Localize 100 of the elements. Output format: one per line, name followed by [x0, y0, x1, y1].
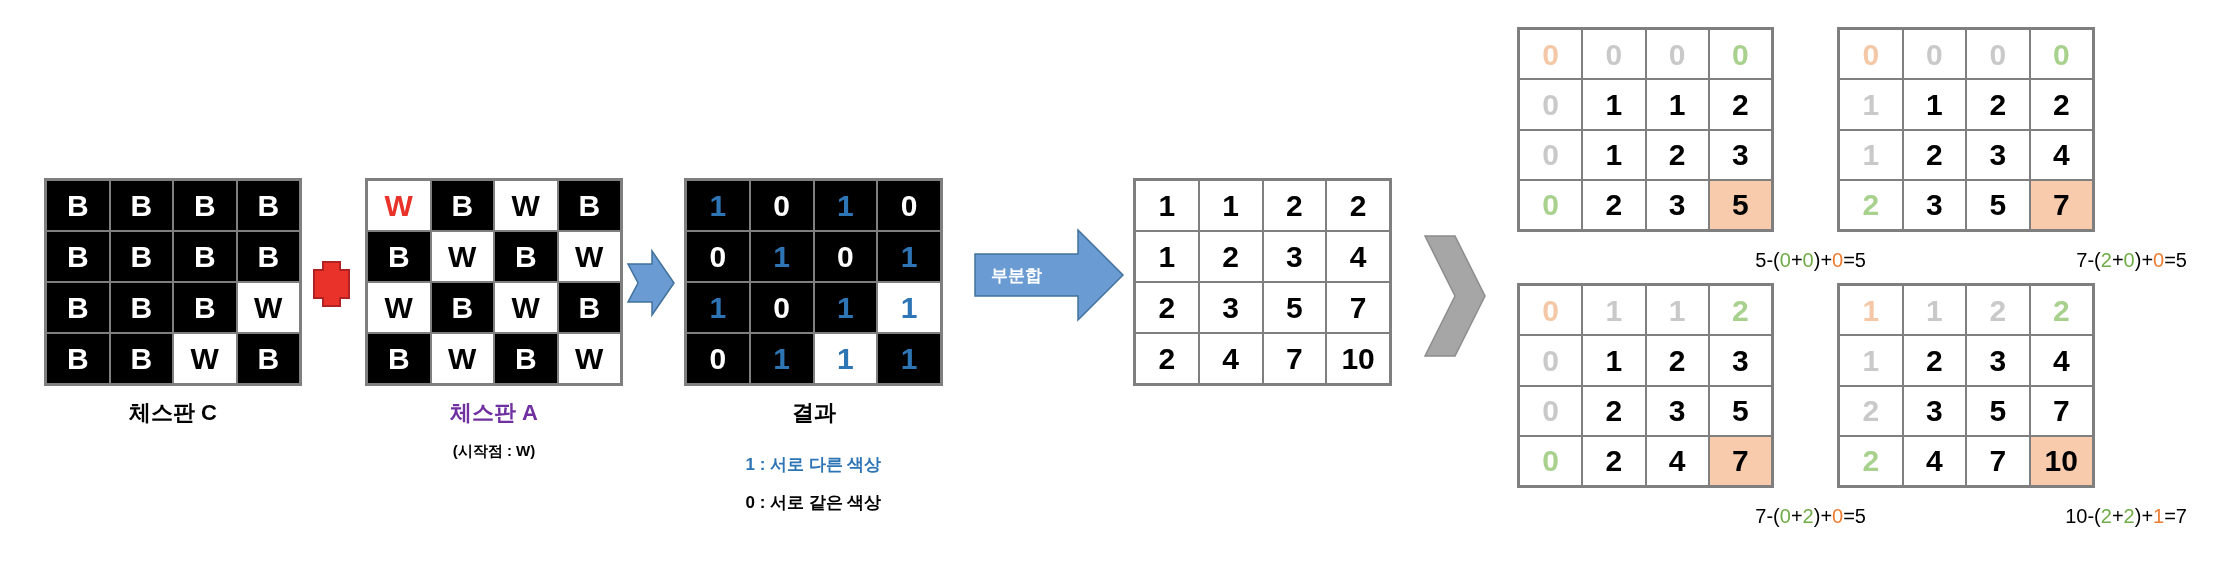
- grid-cell: 2: [1583, 180, 1645, 229]
- grid-cell: W: [431, 232, 493, 281]
- grid-cell: B: [237, 232, 299, 281]
- grid-cell: 5: [1709, 180, 1771, 229]
- grid-cell: 1: [878, 283, 940, 332]
- grid-cell: 0: [750, 283, 813, 332]
- grid-cell: 7: [1263, 334, 1326, 383]
- grid-table: [1133, 178, 1392, 386]
- grid-cell: 1: [1646, 80, 1708, 129]
- grid-cell: 2: [1327, 181, 1389, 230]
- grid-cell: 7: [1967, 436, 2029, 485]
- grid-cell: B: [495, 334, 557, 383]
- grid-cell: W: [237, 283, 299, 332]
- formula: 7-(0+2)+0=5: [1754, 504, 1866, 529]
- grid-cell: 1: [1903, 80, 1965, 129]
- grid-cell: 1: [1583, 80, 1645, 129]
- grid-cell: W: [368, 283, 430, 332]
- grid-cell: 5: [1967, 180, 2029, 229]
- grid-cell: 7: [2030, 386, 2092, 435]
- formula: 5-(0+0)+0=5: [1754, 248, 1866, 273]
- grid-cell: B: [431, 181, 493, 230]
- grid-cell: B: [368, 232, 430, 281]
- grid-table: [1837, 27, 2095, 232]
- grid-cell: 1: [1840, 286, 1902, 335]
- grid-cell: 2: [1199, 232, 1262, 281]
- grid-cell: 2: [1583, 436, 1645, 485]
- grid-cell: 4: [2030, 130, 2092, 179]
- grid-cell: 1: [878, 232, 940, 281]
- grid-cell: 5: [1263, 283, 1326, 332]
- grid-cell: 0: [1520, 30, 1582, 79]
- grid-cell: 1: [1199, 181, 1262, 230]
- grid-table: [1517, 283, 1774, 488]
- block-arrow: [626, 248, 675, 318]
- grid-cell: B: [110, 181, 172, 230]
- grid-cell: B: [47, 181, 109, 230]
- grid-cell: B: [47, 232, 109, 281]
- grid-cell: B: [368, 334, 430, 383]
- grid-cell: 3: [1903, 386, 1965, 435]
- legend-note: 1 : 서로 다른 색상: [744, 454, 883, 476]
- grid-cell: 0: [878, 181, 940, 230]
- legend-note: 0 : 서로 같은 색상: [744, 492, 883, 514]
- grid-cell: 0: [1520, 286, 1582, 335]
- grid-cell: 10: [1327, 334, 1389, 383]
- grid-cell: 1: [1583, 336, 1645, 385]
- grid-cell: W: [174, 334, 236, 383]
- grid-cell: 3: [1967, 130, 2029, 179]
- grid-cell: 3: [1709, 336, 1771, 385]
- grid-cell: 1: [1136, 232, 1198, 281]
- grid-table: [44, 178, 302, 386]
- grid-cell: 2: [2030, 286, 2092, 335]
- grid-cell: 2: [2030, 80, 2092, 129]
- board-label: 체스판 C: [128, 399, 218, 427]
- block-arrow: [974, 228, 1125, 322]
- grid-cell: 3: [1646, 180, 1708, 229]
- formula: 7-(2+0)+0=5: [2075, 248, 2187, 273]
- grid-cell: 1: [750, 232, 813, 281]
- grid-cell: B: [110, 232, 172, 281]
- grid-cell: 10: [2030, 436, 2092, 485]
- grid-cell: B: [110, 283, 172, 332]
- grid-table: [684, 178, 943, 386]
- grid-cell: 7: [1327, 283, 1389, 332]
- grid-cell: 2: [1646, 336, 1708, 385]
- note: (시작점 : W): [451, 441, 537, 461]
- grid-cell: 3: [1709, 130, 1771, 179]
- grid-cell: B: [558, 181, 620, 230]
- grid-cell: W: [558, 232, 620, 281]
- grid-cell: B: [558, 283, 620, 332]
- grid-cell: 2: [1136, 334, 1198, 383]
- grid-cell: 1: [814, 181, 877, 230]
- grid-cell: B: [431, 283, 493, 332]
- grid-cell: 0: [1709, 30, 1771, 79]
- edge-label: 부분합: [991, 265, 1042, 287]
- grid-cell: 2: [1136, 283, 1198, 332]
- grid-cell: 5: [1967, 386, 2029, 435]
- grid-cell: 1: [750, 334, 813, 383]
- grid-cell: 2: [1903, 336, 1965, 385]
- grid-cell: W: [495, 283, 557, 332]
- grid-cell: 3: [1967, 336, 2029, 385]
- grid-cell: 2: [1840, 180, 1902, 229]
- grid-cell: 4: [1199, 334, 1262, 383]
- grid-cell: B: [495, 232, 557, 281]
- grid-cell: 7: [1709, 436, 1771, 485]
- grid-cell: 0: [687, 334, 749, 383]
- grid-cell: 5: [1709, 386, 1771, 435]
- grid-cell: 3: [1263, 232, 1326, 281]
- grid-cell: B: [174, 283, 236, 332]
- grid-cell: 2: [1263, 181, 1326, 230]
- grid-cell: B: [47, 283, 109, 332]
- board-label: 결과: [790, 399, 837, 427]
- grid-cell: W: [431, 334, 493, 383]
- grid-cell: 0: [687, 232, 749, 281]
- grid-cell: B: [174, 232, 236, 281]
- grid-cell: B: [47, 334, 109, 383]
- grid-table: [1837, 283, 2095, 488]
- grid-cell: B: [237, 334, 299, 383]
- grid-cell: 0: [814, 232, 877, 281]
- grid-cell: B: [110, 334, 172, 383]
- formula: 10-(2+2)+1=7: [2064, 504, 2187, 529]
- grid-cell: 2: [1903, 130, 1965, 179]
- grid-cell: 4: [1646, 436, 1708, 485]
